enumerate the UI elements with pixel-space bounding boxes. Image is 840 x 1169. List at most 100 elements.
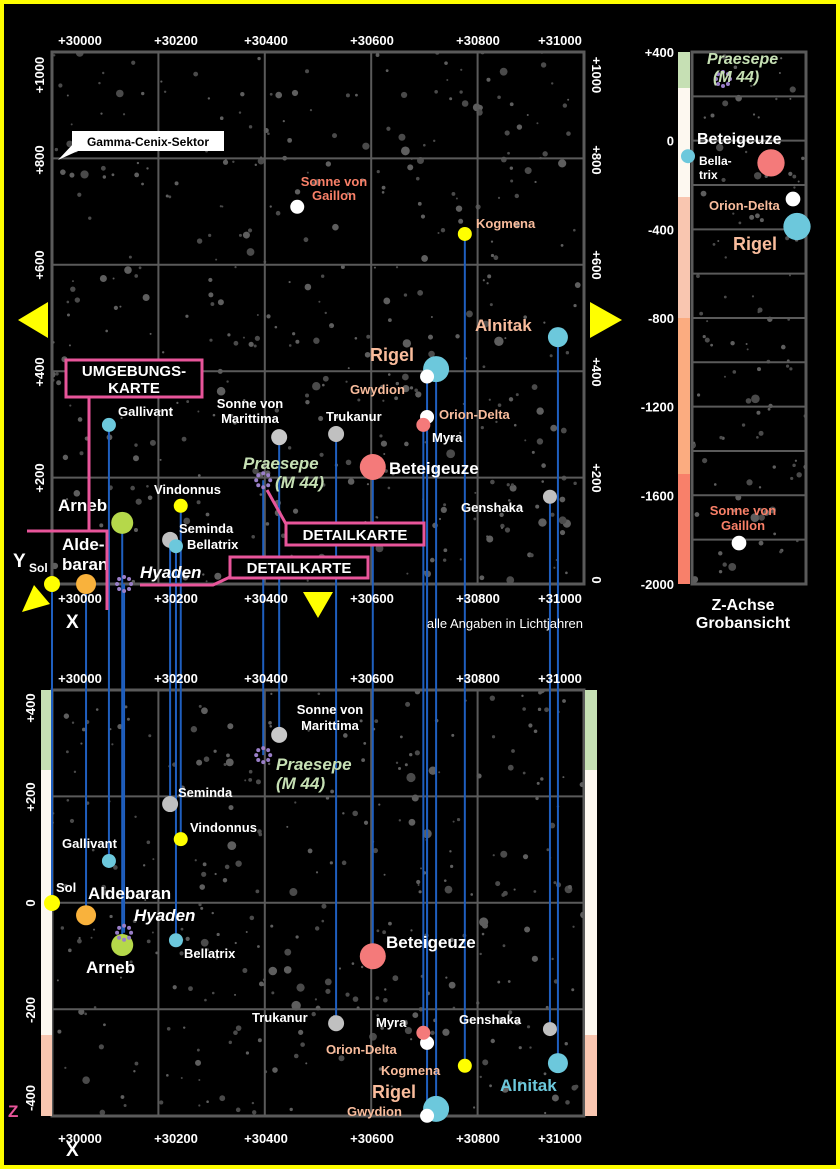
- background-star: [499, 512, 504, 518]
- star-orion-delta-z[interactable]: [785, 191, 801, 207]
- star-rigel-z[interactable]: [783, 212, 811, 241]
- star-bellatrix-bottom[interactable]: [168, 933, 183, 948]
- star-sonne-von-marittima-bottom[interactable]: [271, 726, 288, 743]
- cluster-dot: [122, 575, 127, 579]
- background-star: [185, 314, 189, 318]
- background-star: [533, 890, 537, 893]
- background-star: [482, 320, 490, 328]
- star-sonne-von-gaillon-z[interactable]: [731, 535, 747, 551]
- background-star: [222, 159, 229, 165]
- background-star: [312, 382, 321, 391]
- star-aldebaran-top[interactable]: [76, 574, 97, 594]
- star-vindonnus-top[interactable]: [173, 498, 188, 513]
- star-arneb-top[interactable]: [111, 511, 134, 534]
- background-star: [562, 699, 566, 703]
- detailkarte-praesepe-button[interactable]: DETAILKARTE: [284, 521, 426, 547]
- star-label-sonne-von-marittima: Marittima: [221, 411, 280, 426]
- background-star: [383, 297, 391, 305]
- background-star: [138, 266, 142, 270]
- umgebungskarte-button[interactable]: UMGEBUNGS- KARTE: [64, 358, 204, 399]
- star-alnitak-bottom[interactable]: [547, 1053, 568, 1074]
- star-gallivant-top[interactable]: [101, 417, 116, 432]
- star-bellatrix-top[interactable]: [168, 539, 183, 554]
- background-star: [757, 116, 760, 119]
- star-gwydion-bottom[interactable]: [420, 1108, 435, 1123]
- scroll-down-arrow-icon[interactable]: [303, 592, 333, 618]
- star-sonne-von-gaillon-top[interactable]: [290, 199, 305, 214]
- background-star: [430, 316, 433, 319]
- star-sonne-von-marittima-top[interactable]: [271, 429, 288, 446]
- background-star: [357, 398, 361, 402]
- star-genshaka-bottom[interactable]: [542, 1022, 557, 1037]
- star-beteigeuze-z[interactable]: [757, 149, 785, 177]
- background-star: [174, 181, 179, 186]
- background-star: [216, 386, 226, 396]
- cluster-praesepe-icon[interactable]: [714, 70, 732, 89]
- cluster-hyaden-icon[interactable]: [115, 575, 134, 593]
- background-star: [185, 936, 190, 941]
- background-star: [251, 534, 256, 539]
- x-tick-label: +30000: [58, 591, 102, 606]
- background-star: [531, 384, 538, 390]
- star-bellatrix-z[interactable]: [681, 149, 695, 164]
- x-tick-label: +30200: [154, 33, 198, 48]
- background-star: [445, 976, 448, 979]
- star-vindonnus-bottom[interactable]: [173, 832, 188, 847]
- background-star: [235, 1025, 242, 1031]
- star-gallivant-bottom[interactable]: [101, 853, 116, 868]
- background-star: [135, 498, 142, 505]
- star-kogmena-top[interactable]: [457, 226, 472, 241]
- cluster-praesepe-icon[interactable]: [254, 746, 273, 765]
- background-star: [404, 1026, 413, 1035]
- background-star: [545, 1005, 549, 1009]
- cluster-praesepe-icon[interactable]: [254, 471, 273, 490]
- cluster-hyaden-icon[interactable]: [115, 923, 134, 942]
- background-star: [232, 160, 235, 163]
- star-arneb-bottom[interactable]: [111, 934, 134, 957]
- background-star: [211, 911, 214, 915]
- background-star: [728, 563, 737, 571]
- star-alnitak-top[interactable]: [547, 327, 568, 348]
- detailkarte-hyaden-button[interactable]: DETAILKARTE: [228, 555, 370, 580]
- star-sol-top[interactable]: [44, 576, 60, 592]
- background-star: [163, 90, 167, 94]
- star-gwydion-top[interactable]: [420, 369, 435, 384]
- cluster-dot: [725, 72, 730, 77]
- origin-arrow-icon: [22, 585, 50, 612]
- background-star: [343, 733, 348, 738]
- background-star: [95, 708, 99, 711]
- star-label-beteigeuze: Beteigeuze: [389, 459, 479, 478]
- background-star: [567, 884, 572, 889]
- star-label-bellatrix: trix: [699, 168, 718, 182]
- background-star: [334, 1050, 337, 1054]
- background-star: [382, 399, 385, 402]
- scroll-right-arrow-icon[interactable]: [590, 302, 622, 338]
- star-myra-top[interactable]: [416, 417, 431, 432]
- scroll-left-arrow-icon[interactable]: [18, 302, 48, 338]
- star-label-sol: Sol: [56, 880, 76, 895]
- background-star: [501, 1085, 509, 1093]
- star-beteigeuze-top[interactable]: [359, 453, 386, 480]
- background-star: [272, 1067, 278, 1073]
- star-aldebaran-bottom[interactable]: [76, 905, 97, 926]
- star-beteigeuze-bottom[interactable]: [359, 943, 386, 970]
- background-star: [280, 533, 286, 539]
- background-star: [71, 280, 74, 283]
- background-star: [226, 380, 229, 383]
- background-star: [392, 975, 399, 982]
- star-trukanur-top[interactable]: [328, 425, 345, 442]
- star-sol-bottom[interactable]: [44, 895, 60, 911]
- star-myra-bottom[interactable]: [416, 1025, 431, 1040]
- star-trukanur-bottom[interactable]: [328, 1015, 345, 1032]
- star-seminda-bottom[interactable]: [162, 796, 179, 813]
- background-star: [710, 343, 714, 347]
- background-star: [361, 758, 366, 763]
- background-star: [771, 57, 775, 61]
- cluster-dot: [117, 586, 122, 591]
- background-star: [479, 952, 482, 956]
- background-star: [703, 116, 707, 119]
- star-kogmena-bottom[interactable]: [457, 1058, 472, 1073]
- cluster-label-hyaden: Hyaden: [140, 563, 201, 582]
- background-star: [322, 383, 325, 387]
- star-genshaka-top[interactable]: [542, 489, 557, 504]
